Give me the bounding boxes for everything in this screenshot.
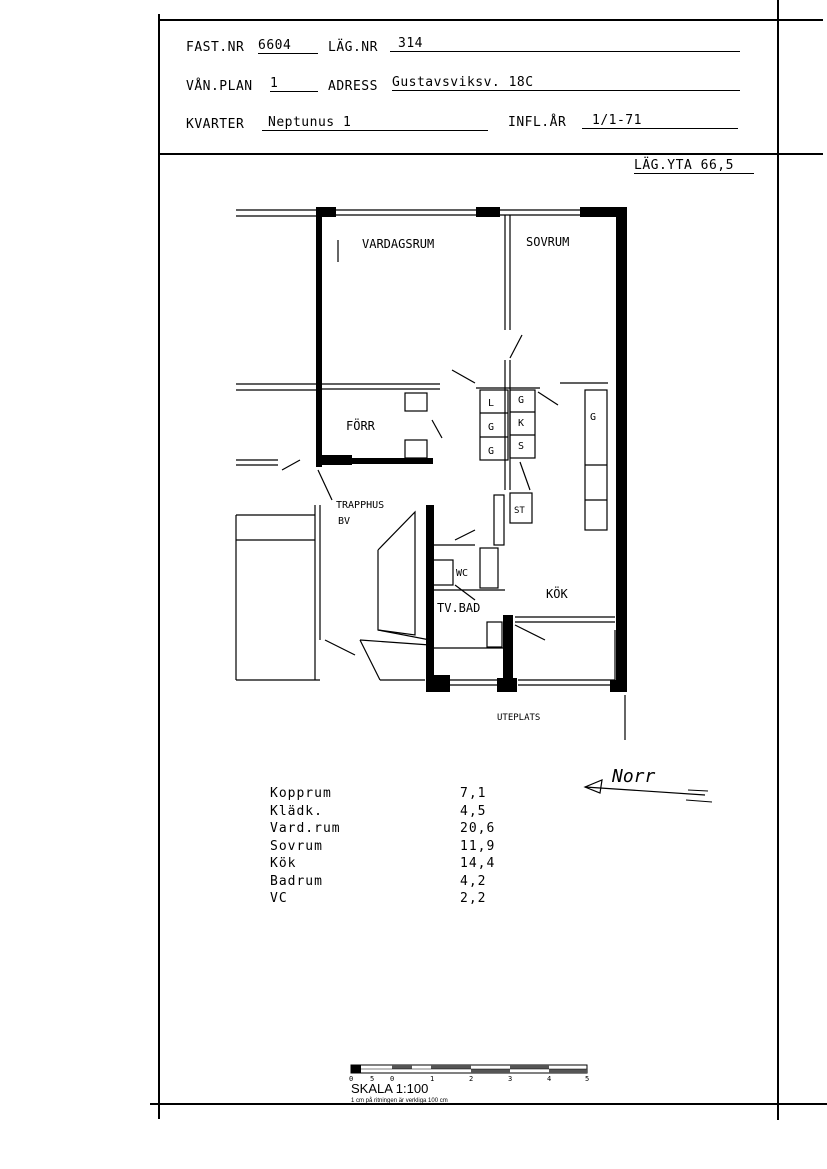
area-name: Sovrum bbox=[270, 838, 323, 854]
area-value: 4,2 bbox=[460, 873, 487, 889]
fast-nr-value: 6604 bbox=[258, 38, 318, 54]
cabinet-s: S bbox=[518, 441, 524, 452]
header-divider bbox=[158, 153, 823, 155]
van-plan-label: VÅN.PLAN bbox=[186, 79, 253, 94]
area-row: Sovrum 11,9 bbox=[270, 838, 495, 856]
frame-right bbox=[777, 0, 779, 1120]
frame-bottom bbox=[150, 1103, 827, 1105]
north-label: Norr bbox=[611, 766, 656, 787]
room-trapphus: TRAPPHUS bbox=[336, 500, 384, 511]
scale-tick: 1 bbox=[430, 1075, 434, 1083]
lag-nr-label: LÄG.NR bbox=[328, 40, 378, 55]
area-name: Klädk. bbox=[270, 803, 323, 819]
room-kok: KÖK bbox=[546, 585, 568, 601]
kvarter-label: KVARTER bbox=[186, 117, 245, 132]
room-forr: FÖRR bbox=[346, 417, 376, 433]
area-name: VC bbox=[270, 891, 288, 906]
van-plan-value: 1 bbox=[270, 76, 318, 92]
scale-tick: 2 bbox=[469, 1075, 473, 1083]
scale-tick: 5 bbox=[585, 1075, 589, 1083]
room-tvbad: TV.BAD bbox=[437, 601, 480, 615]
adress-label: ADRESS bbox=[328, 79, 378, 94]
area-name: Kopprum bbox=[270, 786, 332, 801]
cabinet-st: ST bbox=[514, 506, 525, 516]
room-labels: VARDAGSRUM SOVRUM FÖRR TRAPPHUS BV WC TV… bbox=[336, 235, 569, 723]
north-arrow-icon bbox=[583, 779, 603, 794]
area-list: Kopprum 7,1 Klädk. 4,5 Vard.rum 20,6 Sovrum… bbox=[270, 785, 495, 908]
scale-tick: 4 bbox=[547, 1075, 551, 1083]
area-name: Vard.rum bbox=[270, 821, 341, 836]
area-row: Kopprum 7,1 bbox=[270, 785, 495, 803]
area-value: 14,4 bbox=[460, 856, 496, 871]
adress-value: Gustavsviksv. 18C bbox=[392, 75, 740, 91]
area-name: Badrum bbox=[270, 873, 323, 889]
area-row: Badrum 4,2 bbox=[270, 873, 495, 891]
room-sovrum: SOVRUM bbox=[526, 235, 569, 249]
lag-nr-value: 314 bbox=[390, 36, 740, 52]
area-row: Vard.rum 20,6 bbox=[270, 820, 495, 838]
area-name: Kök bbox=[270, 856, 297, 871]
fast-nr-label: FAST.NR bbox=[186, 40, 245, 55]
cabinet-labels: L G G G K S G ST bbox=[488, 395, 596, 516]
infl-ar-label: INFL.ÅR bbox=[508, 115, 567, 130]
frame-left bbox=[158, 14, 160, 1119]
area-value: 11,9 bbox=[460, 838, 496, 854]
lag-yta: LÄG.YTA 66,5 bbox=[634, 158, 754, 174]
area-value: 4,5 bbox=[460, 803, 487, 819]
kvarter-value: Neptunus 1 bbox=[262, 115, 488, 131]
infl-ar-value: 1/1-71 bbox=[582, 113, 738, 129]
room-wc: WC bbox=[456, 568, 468, 579]
cabinet-g: G bbox=[488, 446, 494, 457]
scale-tick: 5 bbox=[370, 1075, 374, 1083]
cabinet-g: G bbox=[488, 422, 494, 433]
scale-title: SKALA 1:100 bbox=[351, 1081, 428, 1096]
scale-tick: 0 bbox=[349, 1075, 353, 1083]
scale-tick: 3 bbox=[508, 1075, 512, 1083]
scale-bar: 0 5 0 1 2 3 4 5 SKALA 1:100 1 cm på ritn… bbox=[349, 1064, 589, 1104]
area-value: 2,2 bbox=[460, 891, 487, 906]
north-arrow: Norr bbox=[583, 766, 713, 803]
area-row: VC 2,2 bbox=[270, 890, 495, 908]
cabinet-k: K bbox=[518, 418, 524, 429]
cabinet-l: L bbox=[488, 398, 494, 409]
frame-top bbox=[158, 19, 823, 21]
area-value: 7,1 bbox=[460, 786, 487, 801]
area-row: Kök 14,4 bbox=[270, 855, 495, 873]
uteplats-label: UTEPLATS bbox=[497, 713, 540, 723]
cabinet-g: G bbox=[518, 395, 524, 406]
room-bv: BV bbox=[338, 516, 350, 527]
cabinet-g: G bbox=[590, 412, 596, 423]
scale-tick: 0 bbox=[390, 1075, 394, 1083]
room-vardagsrum: VARDAGSRUM bbox=[362, 237, 434, 251]
area-value: 20,6 bbox=[460, 821, 496, 836]
scale-subtitle: 1 cm på ritningen är verkliga 100 cm bbox=[351, 1097, 448, 1104]
area-row: Klädk. 4,5 bbox=[270, 803, 495, 821]
thick-walls bbox=[316, 207, 627, 692]
thin-walls bbox=[235, 209, 626, 740]
